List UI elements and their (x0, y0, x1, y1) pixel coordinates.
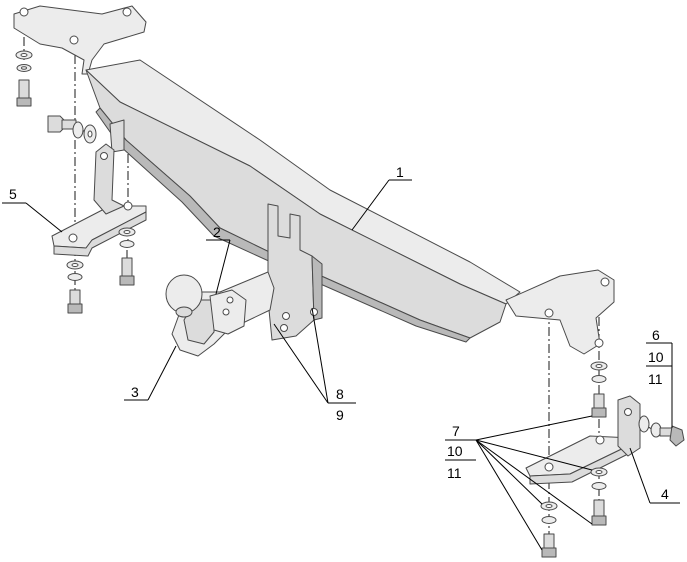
label-washer-lower: 10 (447, 443, 463, 459)
label-bolt-right: 6 (652, 327, 660, 343)
left-bracket (51, 143, 147, 257)
label-nut-lower: 11 (447, 465, 462, 481)
label-washer-upper: 10 (648, 349, 664, 365)
ball-hook (165, 271, 275, 357)
label-crossbar: 1 (396, 164, 404, 180)
hook-bracket (267, 203, 323, 341)
label-bolt-lower-right: 7 (452, 423, 460, 439)
label-socket-washer: 9 (336, 407, 344, 423)
part-labels: 1 2 3 5 8 9 6 10 11 7 10 11 4 (9, 164, 669, 502)
label-hook-bracket: 2 (213, 224, 221, 240)
left-hardware (15, 50, 136, 314)
label-socket-nut: 8 (336, 386, 344, 402)
label-ball-hook: 3 (131, 384, 139, 400)
crossbar (13, 5, 615, 355)
right-bracket (525, 395, 641, 485)
right-hardware (540, 361, 685, 558)
label-nut-upper: 11 (648, 371, 663, 387)
label-left-bracket: 5 (9, 186, 17, 202)
callout-leaders (2, 179, 680, 551)
label-right-bracket: 4 (661, 486, 669, 502)
